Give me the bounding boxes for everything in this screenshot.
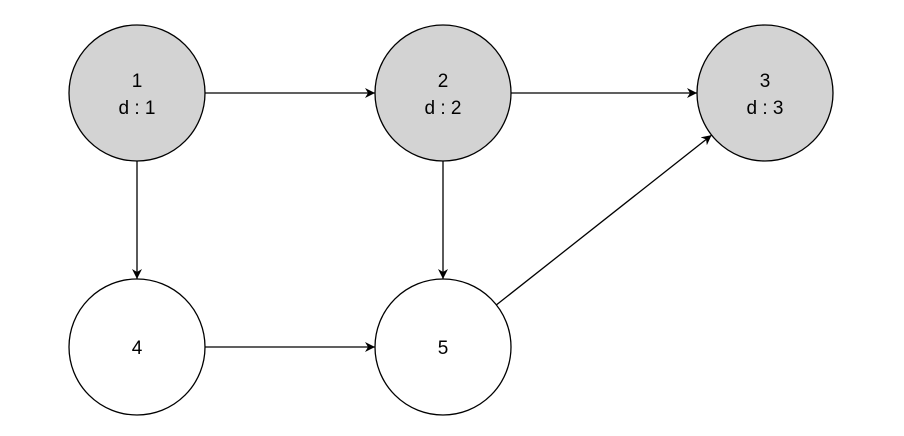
node-4-circle	[68, 278, 206, 416]
node-3: 3 d : 3	[696, 24, 834, 162]
node-1-circle	[68, 24, 206, 162]
node-4-label: 4	[132, 338, 143, 359]
node-2-circle	[374, 24, 512, 162]
node-5-label: 5	[438, 338, 449, 359]
node-1-distance: d : 1	[119, 98, 156, 119]
node-2-label: 2	[438, 71, 449, 92]
node-3-distance: d : 3	[747, 98, 784, 119]
node-1-label: 1	[132, 71, 143, 92]
edge-layer	[132, 88, 713, 352]
node-layer: 1 d : 1 2 d : 2 3 d : 3 4 5	[68, 24, 834, 416]
node-2: 2 d : 2	[374, 24, 512, 162]
node-4: 4	[68, 278, 206, 416]
node-3-circle	[696, 24, 834, 162]
node-1: 1 d : 1	[68, 24, 206, 162]
node-5-circle	[374, 278, 512, 416]
node-3-label: 3	[760, 71, 771, 92]
edge-5-3	[495, 134, 713, 306]
node-2-distance: d : 2	[425, 98, 462, 119]
node-5: 5	[374, 278, 512, 416]
